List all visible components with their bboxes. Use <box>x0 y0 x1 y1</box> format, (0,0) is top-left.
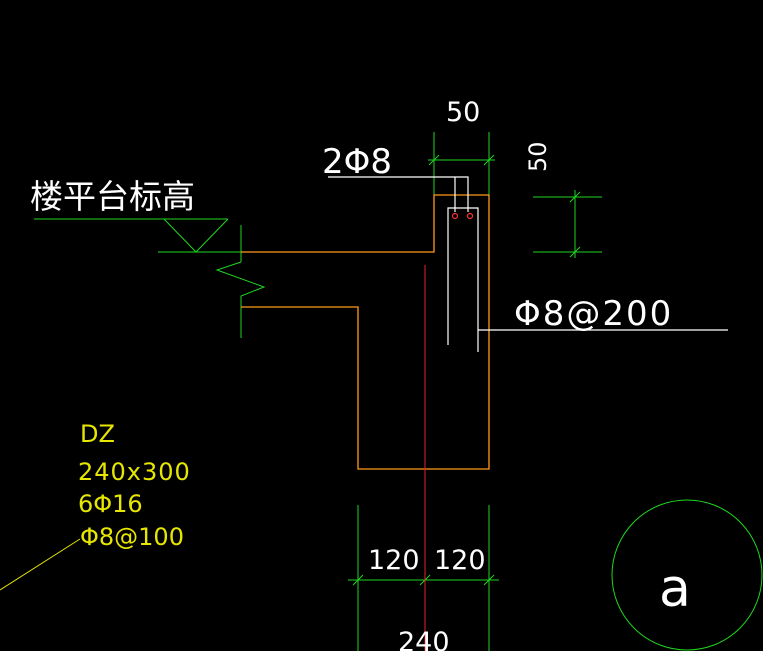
floor-elevation-label: 楼平台标高 <box>30 177 195 216</box>
dim-top-width-label: 50 <box>446 97 480 128</box>
column-note-name: DZ <box>80 420 115 448</box>
rebar-dot-right <box>466 212 474 220</box>
dimension-lines <box>34 132 763 651</box>
dim-top-tick-left <box>428 154 440 166</box>
dim-bottom-tick-right <box>483 574 495 586</box>
column-note-size: 240x300 <box>78 458 191 486</box>
grid-axis-label: a <box>659 559 691 619</box>
dim-total-label: 240 <box>398 627 450 651</box>
top-bar-leader <box>328 176 469 212</box>
stirrup-label: Φ8@200 <box>514 294 673 334</box>
column-note-stirrups: Φ8@100 <box>80 523 184 551</box>
dim-right-tick-top <box>569 191 581 203</box>
top-bars-label: 2Φ8 <box>322 142 392 182</box>
elevation-triangle <box>163 218 229 253</box>
dim-right-label: 120 <box>434 545 486 576</box>
grid-axis-circle <box>611 499 763 651</box>
dim-top-height-label: 50 <box>524 141 552 172</box>
dim-top-tick-right <box>483 154 495 166</box>
dim-right-tick-bottom <box>569 246 581 258</box>
rebar-dots <box>451 212 474 220</box>
dim-bottom-tick-left <box>352 574 364 586</box>
concrete-outline <box>241 194 490 470</box>
rebar <box>328 176 728 352</box>
break-zigzag <box>215 261 266 297</box>
column-note-main-bars: 6Φ16 <box>78 490 143 518</box>
rebar-dot-left <box>451 212 459 220</box>
column-note-leader <box>0 538 81 591</box>
dim-left-label: 120 <box>368 545 420 576</box>
hook-bar <box>447 207 479 352</box>
slab-and-column-outline <box>241 194 490 470</box>
